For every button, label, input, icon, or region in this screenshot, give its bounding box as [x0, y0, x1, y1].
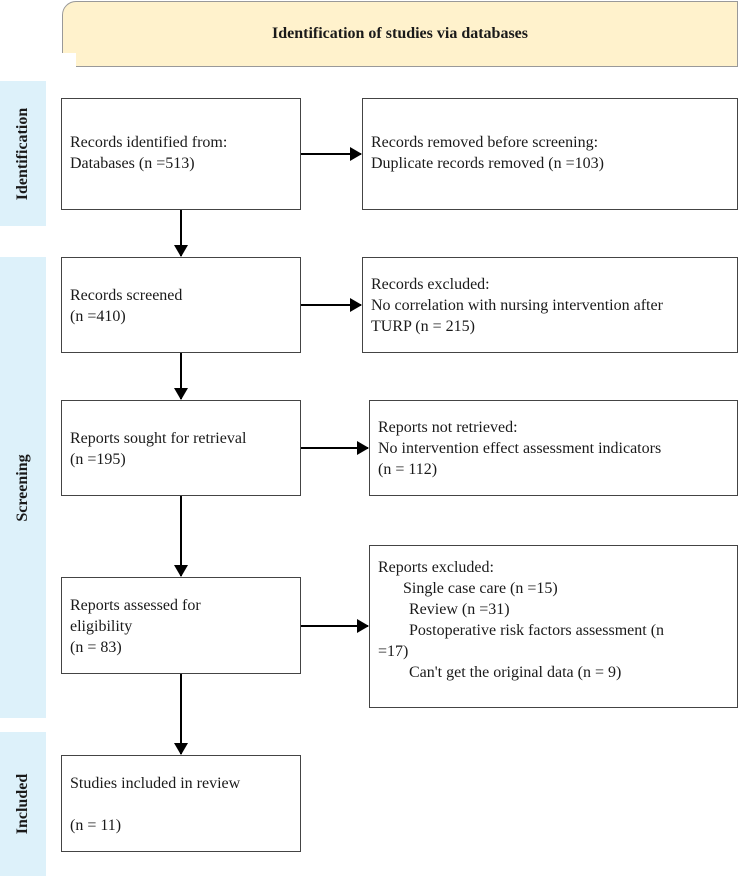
header-identification-of-studies: Identification of studies via databases: [62, 1, 738, 67]
records-identified-line-2: Databases (n =513): [70, 155, 195, 172]
records-screened-line-1: Records screened: [70, 287, 183, 304]
box-reports-assessed: Reports assessed for eligibility (n = 83…: [61, 577, 301, 674]
records-excluded-line-2: No correlation with nursing intervention…: [371, 297, 663, 314]
box-reports-not-retrieved: Reports not retrieved: No intervention e…: [369, 400, 738, 496]
box-records-removed: Records removed before screening: Duplic…: [362, 98, 738, 210]
records-excluded-line-3: TURP (n = 215): [371, 318, 475, 335]
phase-identification: Identification: [0, 81, 46, 226]
records-screened-line-2: (n =410): [70, 308, 126, 325]
reports-not-retrieved-line-2: No intervention effect assessment indica…: [378, 440, 662, 457]
phase-screening: Screening: [0, 257, 46, 718]
reports-excluded-line-1: Reports excluded:: [378, 559, 494, 576]
box-records-excluded: Records excluded: No correlation with nu…: [362, 257, 738, 353]
box-records-screened: Records screened (n =410): [61, 257, 301, 353]
box-reports-sought: Reports sought for retrieval (n =195): [61, 400, 301, 496]
box-reports-excluded: Reports excluded: Single case care (n =1…: [369, 545, 738, 708]
reports-assessed-line-2: eligibility: [70, 618, 133, 635]
records-excluded-line-1: Records excluded:: [371, 276, 490, 293]
reports-excluded-line-5: =17): [378, 643, 409, 660]
studies-included-line-3: (n = 11): [70, 817, 122, 834]
reports-assessed-line-3: (n = 83): [70, 639, 122, 656]
reports-not-retrieved-line-1: Reports not retrieved:: [378, 419, 518, 436]
box-studies-included: Studies included in review (n = 11): [61, 755, 301, 852]
reports-sought-line-2: (n =195): [70, 451, 126, 468]
reports-excluded-line-6: Can't get the original data (n = 9): [409, 664, 622, 681]
reports-excluded-line-2: Single case care (n =15): [403, 580, 558, 597]
reports-assessed-line-1: Reports assessed for: [70, 597, 201, 614]
studies-included-line-1: Studies included in review: [70, 775, 241, 792]
header-title: Identification of studies via databases: [271, 25, 529, 42]
box-records-identified: Records identified from: Databases (n =5…: [61, 98, 301, 210]
records-identified-line-1: Records identified from:: [70, 134, 228, 151]
reports-excluded-line-4: Postoperative risk factors assessment (n: [409, 622, 665, 639]
reports-sought-line-1: Reports sought for retrieval: [70, 430, 247, 447]
records-removed-line-2: Duplicate records removed (n =103): [371, 155, 604, 172]
reports-not-retrieved-line-3: (n = 112): [378, 461, 438, 478]
records-removed-line-1: Records removed before screening:: [371, 134, 599, 151]
phase-included: Included: [0, 732, 46, 876]
reports-excluded-line-3: Review (n =31): [409, 601, 510, 618]
